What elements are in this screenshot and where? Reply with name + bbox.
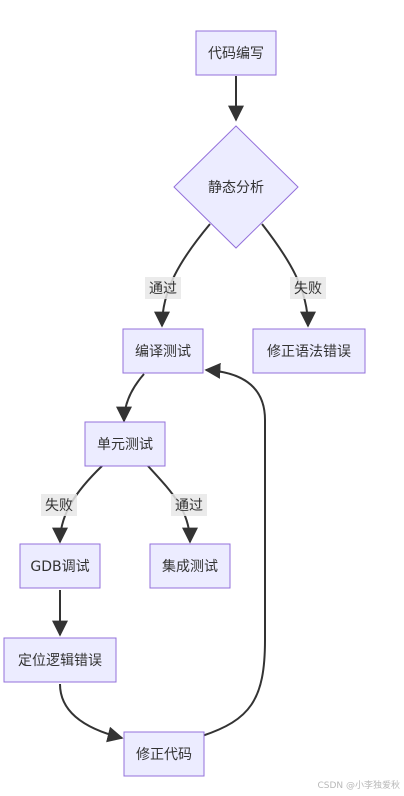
svg-text:修正代码: 修正代码 — [136, 747, 192, 763]
svg-text:失败: 失败 — [294, 281, 322, 297]
svg-text:失败: 失败 — [45, 498, 73, 514]
node-unit-test[interactable]: 单元测试 — [84, 421, 166, 467]
svg-text:单元测试: 单元测试 — [97, 437, 153, 453]
svg-text:修正语法错误: 修正语法错误 — [267, 344, 351, 360]
edge-static-to-fix-syntax — [261, 223, 316, 328]
edge-label-fail-1: 失败 — [290, 277, 326, 299]
svg-text:通过: 通过 — [149, 281, 177, 297]
edge-compile-to-unit — [116, 373, 145, 423]
svg-text:编译测试: 编译测试 — [135, 344, 191, 360]
svg-text:静态分析: 静态分析 — [208, 180, 264, 196]
node-fix-syntax-error[interactable]: 修正语法错误 — [252, 328, 366, 374]
edge-fix-code-to-compile — [201, 362, 266, 737]
svg-text:代码编写: 代码编写 — [208, 46, 264, 62]
edge-label-fail-2: 失败 — [41, 494, 77, 516]
node-compile-test[interactable]: 编译测试 — [122, 328, 204, 374]
node-code-writing[interactable]: 代码编写 — [195, 30, 277, 76]
svg-text:定位逻辑错误: 定位逻辑错误 — [18, 653, 102, 669]
watermark-text: CSDN @小李独爱秋 — [317, 779, 400, 791]
edge-label-pass-1: 通过 — [145, 277, 181, 299]
node-gdb-debug[interactable]: GDB调试 — [19, 543, 101, 589]
node-integration-test[interactable]: 集成测试 — [149, 543, 231, 589]
node-static-analysis[interactable]: 静态分析 — [173, 125, 299, 249]
svg-text:集成测试: 集成测试 — [162, 558, 218, 575]
edge-locate-to-fix-code — [59, 683, 124, 743]
edge-static-to-compile — [154, 223, 211, 328]
svg-text:通过: 通过 — [175, 498, 203, 514]
node-fix-code[interactable]: 修正代码 — [123, 731, 205, 777]
edge-label-pass-2: 通过 — [171, 494, 207, 516]
svg-text:GDB调试: GDB调试 — [30, 559, 89, 575]
node-locate-logic-error[interactable]: 定位逻辑错误 — [3, 637, 117, 683]
